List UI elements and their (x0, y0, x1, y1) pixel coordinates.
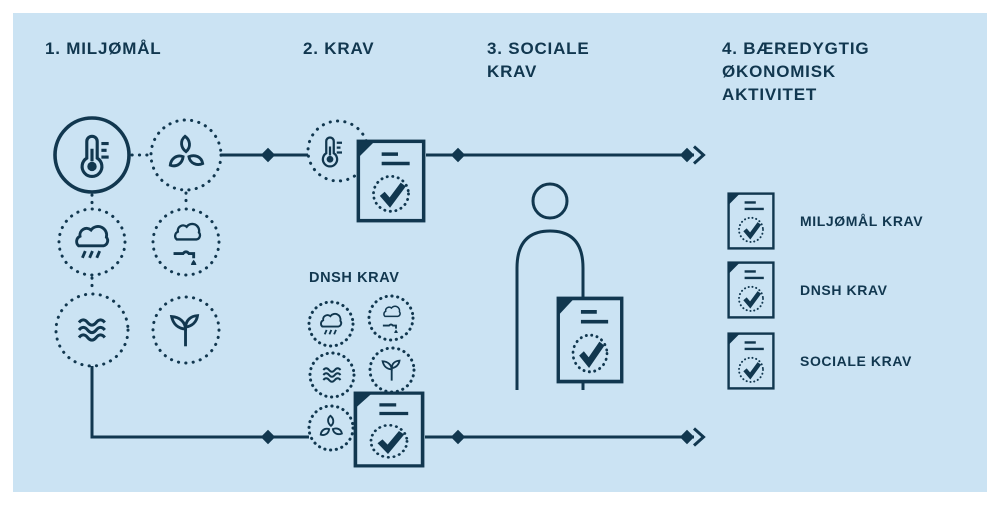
water-resources-circle (54, 292, 130, 368)
legend-doc-miljomal-krav (729, 194, 774, 249)
diamond-marker (679, 147, 695, 163)
step-2-heading: 2. KRAV (303, 39, 375, 58)
thermometer-icon (80, 134, 111, 178)
legend-label-dnsh-krav: DNSH KRAV (800, 282, 888, 298)
social-document-icon (558, 298, 621, 381)
diamond-marker (260, 147, 276, 163)
legend-doc-dnsh-krav (729, 263, 774, 318)
legend-doc-sociale-krav (729, 334, 774, 389)
climate-adaptation-circle (57, 207, 127, 277)
rain-cloud-icon (75, 225, 110, 260)
leaves-icon (318, 414, 344, 438)
flow-diamonds (260, 147, 695, 445)
flow-arrow-bottom (90, 366, 706, 447)
waves-icon (322, 367, 342, 383)
climate-thermometer-circle (53, 116, 131, 194)
waves-icon (77, 318, 107, 342)
pollution-prevention-circle (151, 207, 221, 277)
diamond-marker (260, 429, 276, 445)
dnsh-krav-label: DNSH KRAV (309, 270, 400, 286)
miljomal-krav-group (306, 119, 424, 221)
legend-label-miljomal-krav: MILJØMÅL KRAV (800, 213, 924, 229)
water-tap-icon (381, 305, 402, 333)
legend-documents (729, 194, 774, 389)
miljomal-document-icon (358, 141, 423, 220)
sprout-icon (170, 314, 199, 348)
step-4-heading: 4. BÆREDYGTIG ØKONOMISK AKTIVITET (722, 39, 870, 104)
dotted-connectors (90, 153, 188, 294)
step-3-heading: 3. SOCIALE KRAV (487, 39, 590, 81)
dnsh-document-icon (355, 393, 422, 466)
dnsh-krav-group (307, 294, 423, 466)
diamond-marker (450, 147, 466, 163)
person-icon (531, 182, 569, 220)
diamond-marker (679, 429, 695, 445)
legend-label-sociale-krav: SOCIALE KRAV (800, 353, 912, 369)
circular-economy-circle (149, 118, 223, 192)
water-tap-icon (172, 222, 202, 265)
diamond-marker (450, 429, 466, 445)
leaves-icon (166, 134, 206, 170)
person-group (515, 182, 622, 390)
step-1-heading: 1. MILJØMÅL (45, 39, 162, 58)
rain-cloud-icon (320, 312, 343, 336)
sprout-icon (381, 359, 401, 382)
arrowhead-icon (692, 427, 706, 447)
biodiversity-circle (151, 295, 221, 365)
arrowhead-icon (692, 145, 706, 165)
thermometer-icon (321, 136, 344, 168)
